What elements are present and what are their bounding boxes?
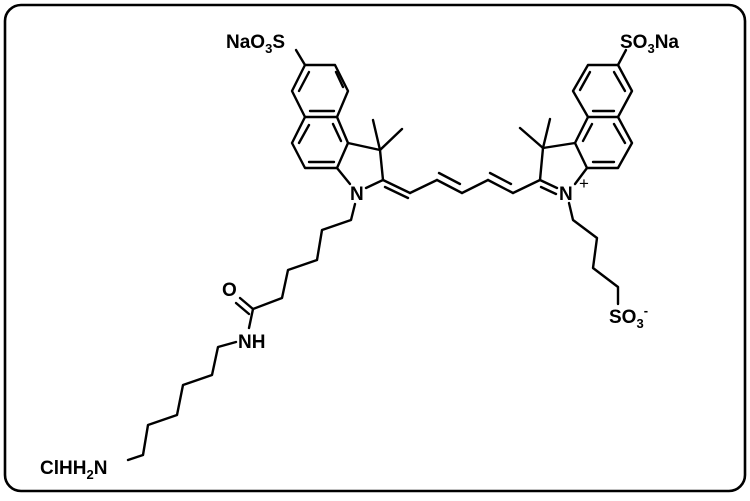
diagram-border	[3, 3, 747, 493]
amide-nh-label: NH	[238, 332, 265, 353]
left-nitrogen-label: N	[350, 184, 364, 205]
positive-charge: +	[579, 174, 589, 193]
amine-salt-label: ClHH2N	[40, 458, 107, 482]
bonds	[126, 48, 634, 462]
atom-labels: NaO3S SO3Na N N + SO3- O NH ClHH2N	[40, 32, 679, 482]
sulfonate-anion-label: SO3-	[609, 303, 648, 331]
carbonyl-oxygen-label: O	[222, 280, 237, 301]
right-sulfonate-label: SO3Na	[620, 32, 679, 56]
right-nitrogen-label: N	[559, 184, 573, 205]
left-sulfonate-label: NaO3S	[226, 32, 285, 56]
